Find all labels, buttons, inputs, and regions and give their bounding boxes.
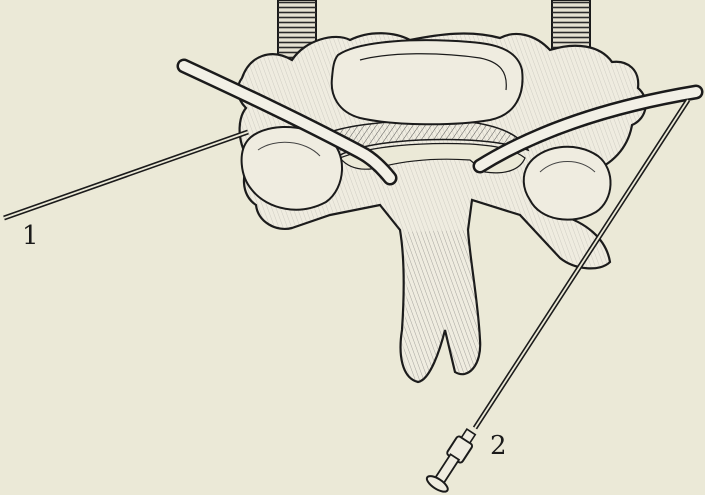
callout-label-1: 1	[22, 223, 39, 249]
left-wire-1	[4, 132, 248, 218]
needle-hub	[425, 425, 482, 494]
vertebral-body	[332, 40, 523, 124]
right-articular-facet	[524, 147, 611, 220]
callout-label-2: 2	[490, 433, 507, 459]
spinous-process	[404, 230, 481, 382]
